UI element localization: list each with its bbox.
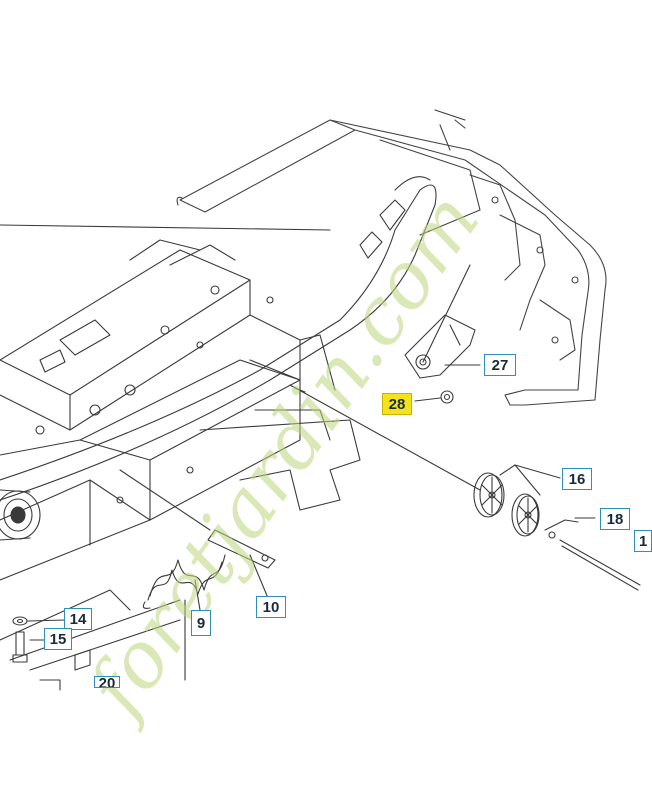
wheel-part — [473, 464, 561, 537]
chassis-frame — [0, 239, 361, 671]
bracket-part — [404, 264, 481, 379]
lower-bracket — [39, 599, 186, 691]
callout-label: 1 — [639, 532, 648, 550]
callout-label: 10 — [262, 598, 280, 616]
callout-label: 14 — [69, 610, 87, 628]
callout-14[interactable]: 14 — [64, 608, 92, 630]
callout-label: 15 — [49, 630, 67, 648]
callout-18[interactable]: 18 — [600, 508, 630, 530]
callout-20[interactable]: 20 — [94, 676, 120, 688]
callout-label: 28 — [388, 395, 406, 413]
callout-label: 20 — [98, 676, 116, 688]
callout-15[interactable]: 15 — [44, 628, 72, 650]
spring-lever — [119, 469, 276, 611]
nut-part — [414, 390, 454, 404]
callout-label: 16 — [568, 470, 586, 488]
axis-leader — [289, 384, 481, 491]
handle-frame — [176, 119, 607, 406]
callout-10[interactable]: 10 — [256, 596, 286, 618]
shaft-part — [544, 517, 641, 591]
callout-label: 27 — [491, 356, 509, 374]
callout-9[interactable]: 9 — [191, 610, 211, 636]
drive-pulley — [0, 489, 41, 541]
callout-16[interactable]: 16 — [562, 468, 592, 490]
callout-27[interactable]: 27 — [484, 354, 516, 376]
callout-1[interactable]: 1 — [634, 530, 652, 552]
callout-label: 18 — [606, 510, 624, 528]
callout-28[interactable]: 28 — [382, 393, 412, 415]
drive-cable — [0, 109, 466, 501]
callout-label: 9 — [196, 614, 206, 632]
washer-bolt — [12, 616, 66, 663]
